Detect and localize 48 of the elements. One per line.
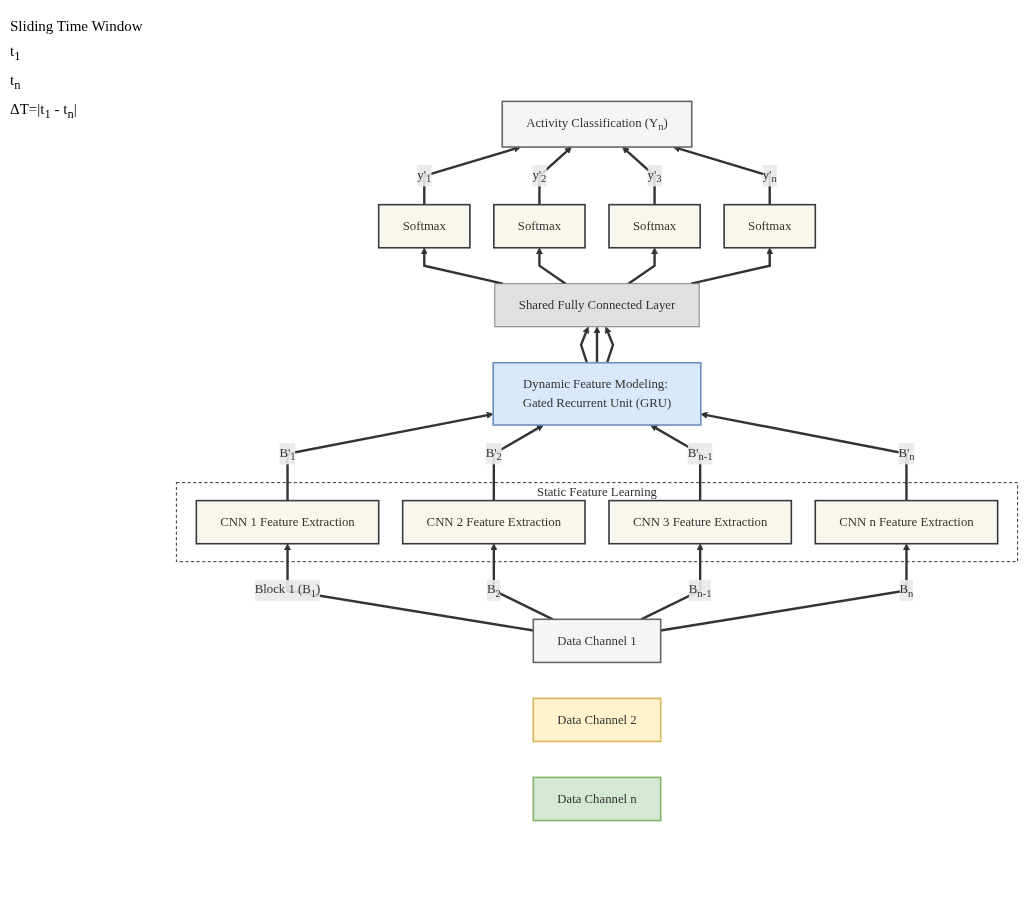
edge-label: y'$_{n}$ — [762, 166, 777, 184]
arrow — [286, 411, 494, 501]
node-box: CNN 1 Feature Extraction — [195, 499, 380, 545]
arrow — [420, 247, 504, 285]
arrow — [690, 247, 774, 285]
arrow — [622, 146, 656, 205]
arrow — [640, 542, 704, 620]
edge-label: y'$_{1}$ — [417, 166, 432, 184]
node-box: Shared Fully Connected Layer — [494, 282, 700, 327]
arrow — [579, 326, 590, 363]
arrow — [490, 542, 554, 620]
arrow — [535, 247, 567, 285]
edge-label: Block 1 (B$_{1}$) — [254, 581, 321, 599]
node-box: Data Channel 2 — [532, 697, 662, 742]
edge-label: B'$_{1}$ — [279, 444, 296, 462]
arrow — [423, 145, 521, 205]
edge-label: y'$_{2}$ — [532, 166, 547, 184]
node-box: Data Channel 1 — [532, 618, 662, 663]
node-box: CNN 2 Feature Extraction — [401, 499, 586, 545]
node-box: Data Channel n — [532, 776, 662, 821]
node-box: Softmax — [723, 203, 817, 249]
edge-label: B$_{n}$ — [899, 581, 914, 599]
edge-label: B'$_{n}$ — [898, 444, 915, 462]
note-label: Sliding Time Window — [10, 18, 144, 35]
node-box: CNN n Feature Extraction — [814, 499, 999, 545]
node-box: Dynamic Feature Modeling: Gated Recurrent Unit (GRU) — [492, 361, 702, 426]
node-box: Activity Classification (Y$_{n}$) — [501, 100, 693, 148]
node-box: Softmax — [493, 203, 586, 249]
node-box: Softmax — [377, 203, 471, 249]
arrow — [660, 542, 910, 632]
note-label: t$_{1}$ — [10, 43, 22, 64]
edge-label: y'$_{3}$ — [647, 166, 662, 184]
note-label: ΔT=|t$_{1}$ - t$_{n}$| — [10, 101, 78, 122]
arrow — [604, 326, 615, 363]
arrow — [538, 146, 572, 205]
edge-label: B'$_{n-1}$ — [687, 444, 713, 462]
node-box: Softmax — [608, 203, 701, 249]
arrow — [492, 424, 544, 501]
node-box: CNN 3 Feature Extraction — [608, 499, 793, 545]
arrow — [284, 542, 534, 632]
edge-label: B$_{2}$ — [486, 581, 501, 599]
arrow — [673, 145, 771, 205]
note-label: t$_{n}$ — [10, 72, 22, 93]
arrow — [700, 411, 908, 501]
arrow — [593, 326, 601, 363]
edge-label: B'$_{2}$ — [485, 444, 502, 462]
arrow — [627, 247, 659, 285]
edge-label: B$_{n-1}$ — [688, 581, 712, 599]
